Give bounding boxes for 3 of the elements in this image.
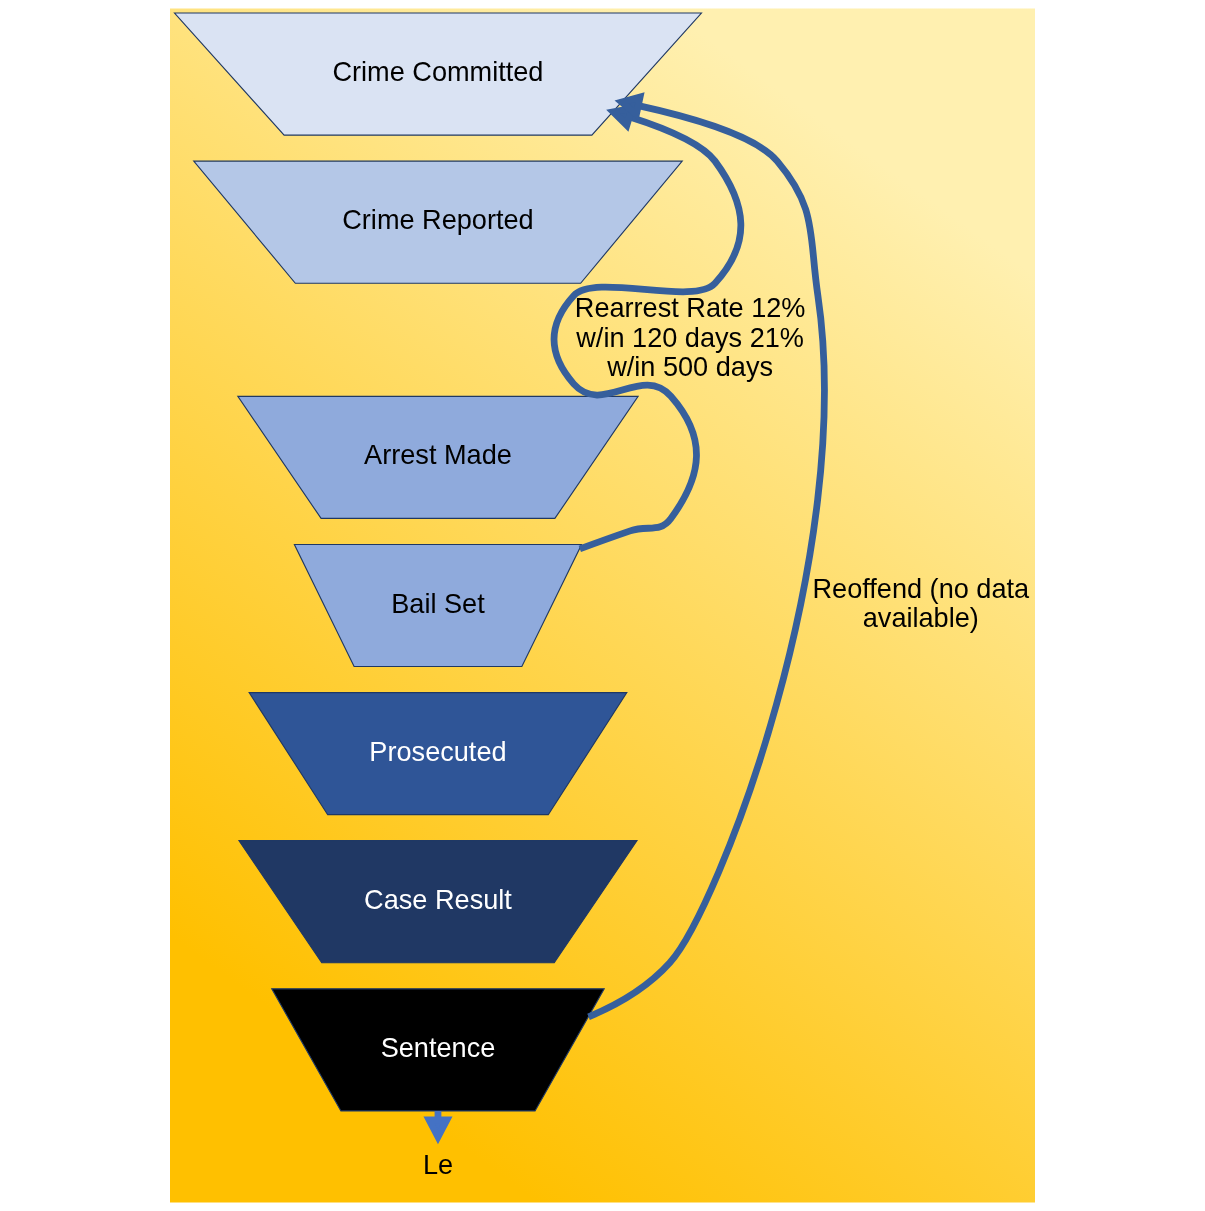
- edge-label: Reoffend (no data available): [812, 572, 1030, 634]
- edge-label: Rearrest Rate 12% w/in 120 days 21% w/in 500 days: [574, 292, 806, 383]
- node-text: Le: [422, 1149, 454, 1181]
